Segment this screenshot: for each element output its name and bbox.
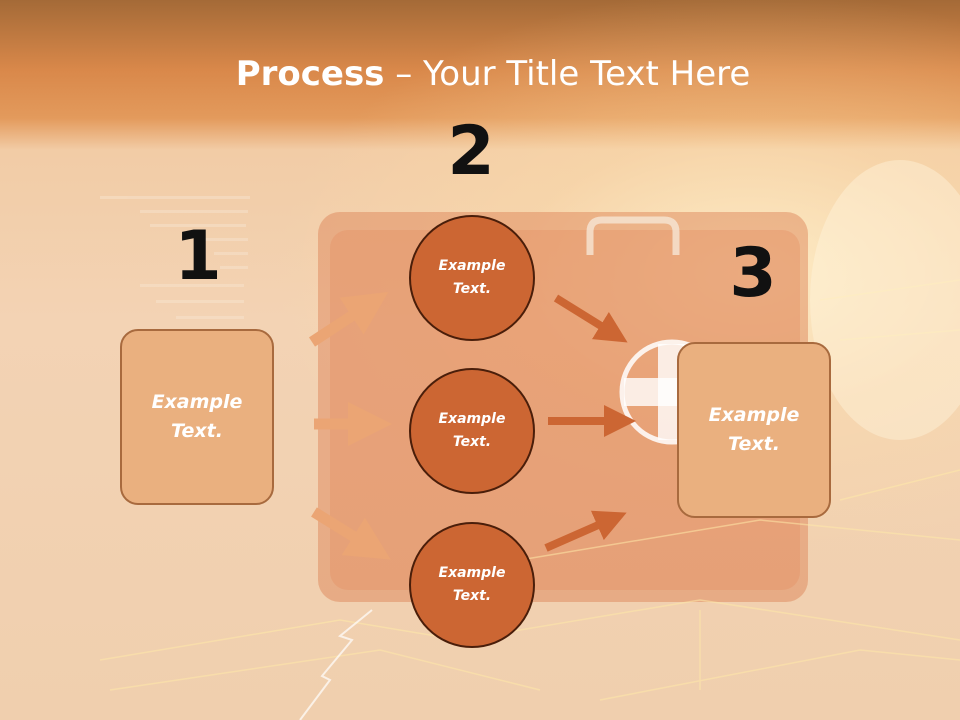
process-circle-bottom: Example Text. (409, 522, 535, 648)
process-circle-top: Example Text. (409, 215, 535, 341)
step-number-3: 3 (729, 234, 777, 313)
step-box-3: Example Text. (677, 342, 831, 518)
title-rest: – Your Title Text Here (384, 54, 751, 94)
step-number-1: 1 (174, 217, 222, 296)
title-bold: Process (235, 54, 385, 94)
step-number-2: 2 (447, 112, 495, 191)
step-box-1-label: Example Text. (151, 391, 243, 442)
process-circle-bottom-label: Example Text. (438, 565, 506, 604)
step-box-1: Example Text. (120, 329, 274, 505)
process-circle-middle: Example Text. (409, 368, 535, 494)
process-circle-middle-label: Example Text. (438, 411, 506, 450)
process-circle-top-label: Example Text. (438, 258, 506, 297)
slide-title: Process – Your Title Text Here (0, 52, 960, 96)
step-box-3-label: Example Text. (708, 404, 800, 455)
